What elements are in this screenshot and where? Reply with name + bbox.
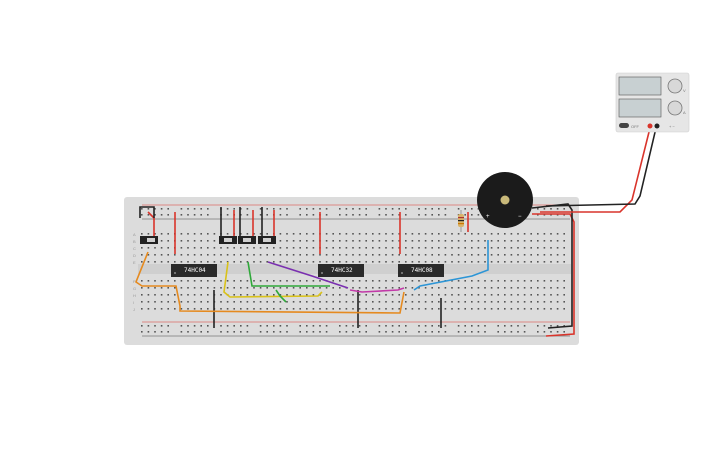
voltage-knob	[667, 78, 683, 94]
current-display	[618, 98, 662, 118]
power-supply[interactable]: V A OFF + −	[615, 72, 690, 133]
power-switch	[619, 123, 629, 128]
blue-wire	[413, 240, 489, 291]
row-letter: B	[133, 239, 136, 244]
row-letter: G	[133, 286, 136, 291]
row-letter: F	[133, 279, 136, 284]
signal-wires[interactable]	[135, 240, 489, 314]
green-wire	[247, 261, 330, 287]
row-letter: A	[133, 232, 136, 237]
chip-label: 74HC32	[331, 267, 353, 274]
power-switch-label: OFF	[631, 124, 640, 129]
knob-label-a: A	[683, 110, 686, 115]
orange-wire	[135, 251, 405, 314]
buzzer-minus-label: −	[518, 214, 522, 220]
buzzer-plus-label: +	[486, 214, 490, 220]
ground-jumpers[interactable]	[139, 206, 442, 328]
chip-label: 74HC08	[411, 267, 433, 274]
current-knob	[667, 100, 683, 116]
chip-74hc08[interactable]: 74HC08	[398, 264, 444, 277]
terminal-negative	[654, 123, 660, 129]
row-letter: I	[133, 300, 134, 305]
chip-74hc32[interactable]: 74HC32	[318, 264, 364, 277]
row-letter: E	[133, 260, 136, 265]
row-letter: J	[133, 307, 135, 312]
terminal-positive	[647, 123, 653, 129]
power-supply-wires[interactable]	[531, 127, 657, 337]
chip-74hc04[interactable]: 74HC04	[171, 264, 217, 277]
row-letter: D	[133, 253, 136, 258]
resistor[interactable]	[458, 210, 464, 232]
chip-label: 74HC04	[184, 267, 206, 274]
purple-wire	[267, 261, 349, 289]
green-wire-short	[275, 289, 287, 303]
dip-switches[interactable]	[140, 236, 276, 244]
terminal-label: + −	[669, 124, 675, 129]
row-letter: C	[133, 246, 136, 251]
knob-label-v: V	[683, 88, 686, 93]
yellow-wire	[223, 261, 323, 298]
row-letter: H	[133, 293, 136, 298]
magenta-wire	[349, 287, 405, 293]
power-jumpers[interactable]	[147, 210, 469, 254]
voltage-display	[618, 76, 662, 96]
piezo-buzzer[interactable]: + −	[477, 172, 533, 228]
